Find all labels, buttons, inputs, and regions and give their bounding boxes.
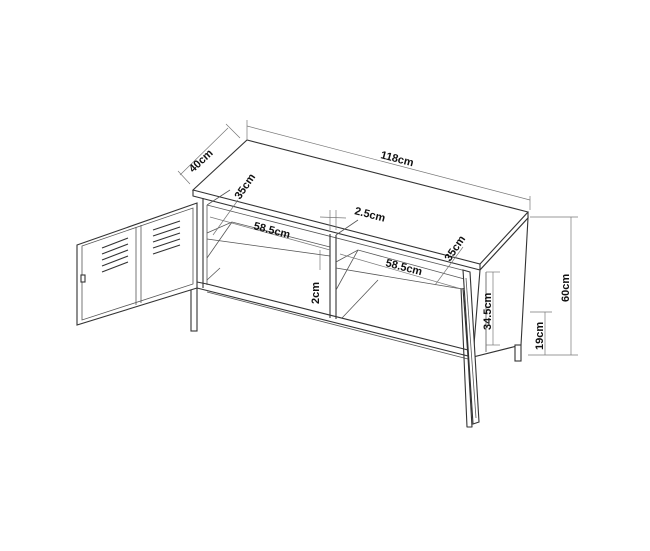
label-shelf-2: 2cm [310,282,322,304]
label-width-118: 118cm [379,149,415,169]
right-door-edge [462,269,480,425]
label-leg-height-19: 19cm [534,322,546,350]
label-depth-40: 40cm [187,147,216,175]
dimension-lines [177,120,578,356]
cabinet-interior [196,189,471,360]
leg-front-left [190,286,198,332]
label-height-60: 60cm [560,274,572,302]
leg-back-right [514,344,522,362]
door-louvers-right [152,220,181,255]
label-compartment-right-58-5: 58.5cm [384,257,423,278]
door-louvers-left [101,237,129,273]
left-door-open [76,202,198,326]
label-compartment-left-58-5: 58.5cm [252,220,291,241]
label-inner-height-34-5: 34.5cm [482,292,494,330]
door-handle-icon [80,274,86,283]
